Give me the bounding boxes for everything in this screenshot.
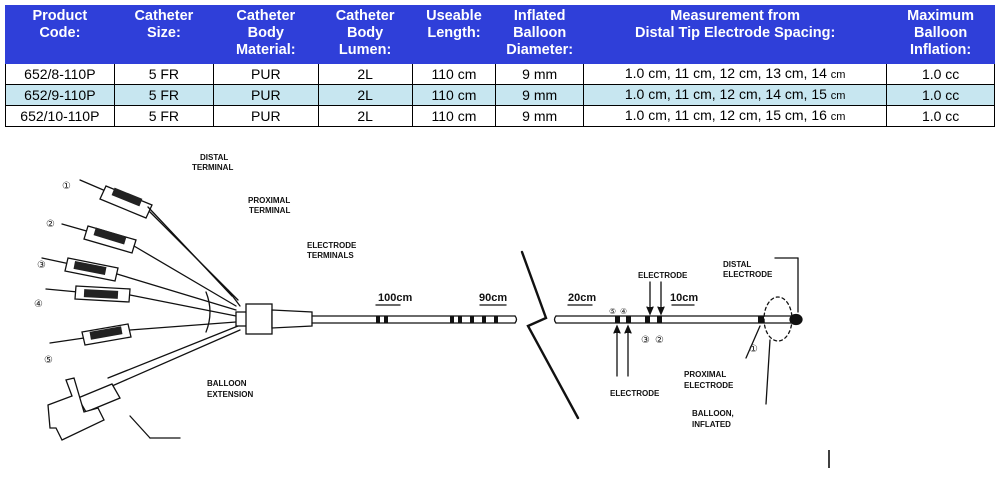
header-body-lumen: Catheter Body Lumen:: [317, 5, 413, 64]
cell-material: PUR: [213, 63, 319, 85]
cell-material: PUR: [213, 105, 319, 127]
label-electrode-terminals-line2: TERMINALS: [307, 251, 354, 260]
cell-lumen: 2L: [317, 63, 413, 85]
electrode-number-1: ①: [749, 344, 758, 355]
label-proximal-electrode-line1: PROXIMAL: [684, 370, 726, 379]
cell-size: 5 FR: [113, 84, 215, 106]
terminal-number-1: ①: [62, 181, 71, 192]
catheter-diagram: DISTAL TERMINAL PROXIMAL TERMINAL ELECTR…: [34, 153, 830, 468]
label-distal-terminal-line1: DISTAL: [200, 153, 228, 162]
cell-length: 110 cm: [411, 105, 497, 127]
cell-code: 652/9-110P: [5, 84, 115, 106]
connector-pin-4: [45, 285, 237, 317]
cell-lumen: 2L: [317, 105, 413, 127]
header-body-material: Catheter Body Material:: [213, 5, 319, 64]
scale-mark-100cm: 100cm: [378, 292, 412, 304]
label-balloon-extension-line2: EXTENSION: [207, 390, 253, 399]
cell-lumen: 2L: [317, 84, 413, 106]
table-row: 652/8-110P 5 FR PUR 2L 110 cm 9 mm 1.0 c…: [5, 63, 995, 85]
label-balloon-extension-line1: BALLOON: [207, 379, 247, 388]
spacing-unit: cm: [830, 90, 846, 102]
catheter-spec-table: Product Code: Catheter Size: Catheter Bo…: [5, 5, 995, 127]
label-proximal-terminal-line2: TERMINAL: [249, 206, 290, 215]
header-useable-length: Useable Length:: [411, 5, 497, 64]
electrode-number-5: ⑤: [609, 307, 616, 316]
cell-diameter: 9 mm: [495, 63, 585, 85]
scale-mark-20cm: 20cm: [568, 292, 596, 304]
terminal-number-4: ④: [34, 299, 43, 310]
spacing-values: 1.0 cm, 11 cm, 12 cm, 14 cm, 15: [624, 86, 827, 102]
cell-spacing: 1.0 cm, 11 cm, 12 cm, 15 cm, 16 cm: [583, 105, 888, 127]
label-electrode-terminals-line1: ELECTRODE: [307, 241, 357, 250]
header-max-inflation: Maximum Balloon Inflation:: [886, 5, 995, 64]
header-balloon-diameter: Inflated Balloon Diameter:: [495, 5, 585, 64]
label-electrode-bottom: ELECTRODE: [610, 389, 660, 398]
electrode-number-3: ③: [641, 335, 650, 346]
cell-code: 652/8-110P: [5, 63, 115, 85]
label-balloon-inflated-line2: INFLATED: [692, 420, 731, 429]
connector-pin-5: [49, 321, 237, 346]
catheter-hub: [235, 303, 313, 335]
spacing-values: 1.0 cm, 11 cm, 12 cm, 15 cm, 16: [624, 107, 827, 123]
balloon-extension: [47, 325, 241, 441]
spacing-unit: cm: [830, 69, 846, 81]
terminal-number-5: ⑤: [44, 355, 53, 366]
cell-inflation: 1.0 cc: [886, 63, 995, 85]
electrode-number-2: ②: [655, 335, 664, 346]
cell-size: 5 FR: [113, 105, 215, 127]
label-distal-electrode-line1: DISTAL: [723, 260, 751, 269]
terminal-number-3: ③: [37, 260, 46, 271]
label-distal-terminal-line2: TERMINAL: [192, 163, 233, 172]
label-proximal-electrode-line2: ELECTRODE: [684, 381, 734, 390]
pointer-lines: [129, 257, 799, 439]
cell-size: 5 FR: [113, 63, 215, 85]
cell-spacing: 1.0 cm, 11 cm, 12 cm, 14 cm, 15 cm: [583, 84, 888, 106]
header-product-code: Product Code:: [5, 5, 115, 64]
table-row: 652/9-110P 5 FR PUR 2L 110 cm 9 mm 1.0 c…: [5, 84, 995, 106]
table-header-row: Product Code: Catheter Size: Catheter Bo…: [5, 5, 995, 64]
cell-code: 652/10-110P: [5, 105, 115, 127]
cell-length: 110 cm: [411, 84, 497, 106]
shaft-break-symbol: [520, 250, 580, 420]
label-electrode-top: ELECTRODE: [638, 271, 688, 280]
terminal-number-2: ②: [46, 219, 55, 230]
cell-length: 110 cm: [411, 63, 497, 85]
cell-material: PUR: [213, 84, 319, 106]
cell-diameter: 9 mm: [495, 105, 585, 127]
electrode-number-4: ④: [620, 307, 627, 316]
cell-inflation: 1.0 cc: [886, 105, 995, 127]
header-catheter-size: Catheter Size:: [113, 5, 215, 64]
table-row: 652/10-110P 5 FR PUR 2L 110 cm 9 mm 1.0 …: [5, 105, 995, 127]
spacing-values: 1.0 cm, 11 cm, 12 cm, 13 cm, 14: [624, 65, 827, 81]
label-balloon-inflated-line1: BALLOON,: [692, 409, 734, 418]
cell-diameter: 9 mm: [495, 84, 585, 106]
cell-spacing: 1.0 cm, 11 cm, 12 cm, 13 cm, 14 cm: [583, 63, 888, 85]
catheter-shaft-proximal: [311, 304, 518, 324]
connector-pin-2: [61, 223, 237, 307]
connector-pin-1: [79, 179, 239, 301]
spacing-unit: cm: [830, 111, 846, 123]
scale-mark-10cm: 10cm: [670, 292, 698, 304]
cell-inflation: 1.0 cc: [886, 84, 995, 106]
label-proximal-terminal-line1: PROXIMAL: [248, 196, 290, 205]
catheter-shaft-distal: [553, 296, 803, 342]
header-electrode-spacing: Measurement from Distal Tip Electrode Sp…: [583, 5, 888, 64]
connector-pin-3: [41, 257, 237, 311]
scale-mark-90cm: 90cm: [479, 292, 507, 304]
label-distal-electrode-line2: ELECTRODE: [723, 270, 773, 279]
